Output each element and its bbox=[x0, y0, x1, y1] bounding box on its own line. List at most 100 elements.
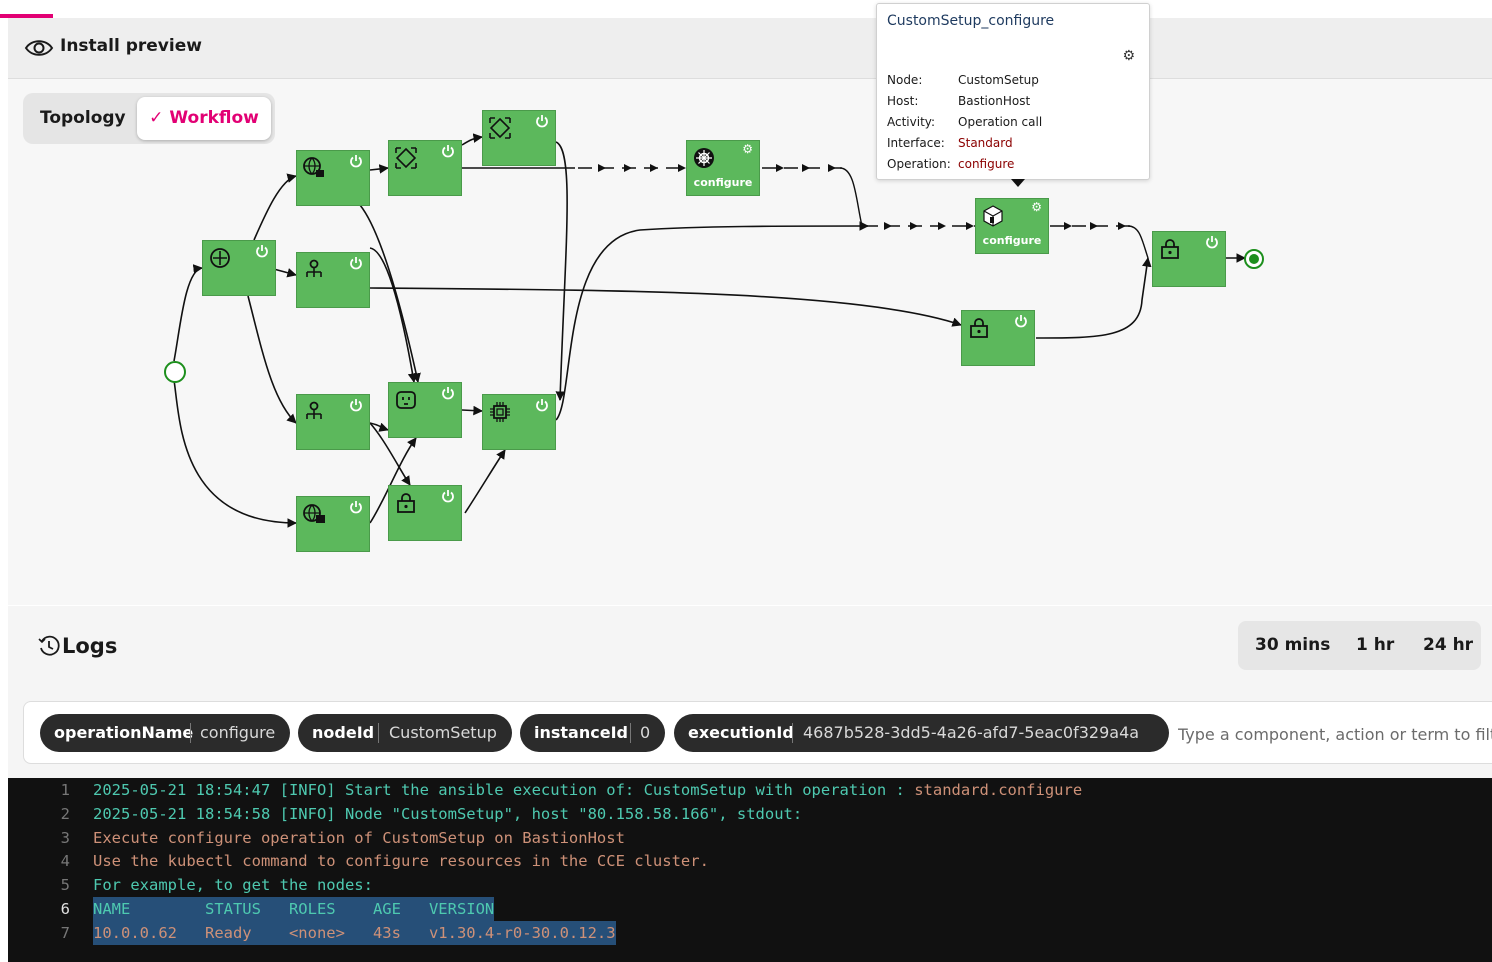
scale-icon bbox=[489, 117, 511, 139]
globe-ip-icon bbox=[303, 504, 325, 523]
tooltip-value: Operation call bbox=[958, 115, 1043, 129]
chip-separator bbox=[378, 723, 379, 743]
chip-key: executionId bbox=[688, 723, 794, 742]
check-icon: ✓ bbox=[149, 108, 164, 128]
tooltip-row-interface: Interface: Standard bbox=[887, 136, 1013, 150]
accent-bar bbox=[0, 14, 53, 18]
power-icon bbox=[1206, 236, 1218, 249]
network-icon bbox=[306, 401, 322, 419]
router-icon bbox=[210, 248, 230, 268]
chip-value: configure bbox=[200, 723, 276, 742]
workflow-start-node[interactable] bbox=[164, 361, 186, 383]
power-icon bbox=[350, 257, 362, 270]
power-icon bbox=[1015, 315, 1027, 328]
log-text: 2025-05-21 18:54:58 [INFO] Node "CustomS… bbox=[93, 805, 803, 823]
tab-topology[interactable]: Topology bbox=[40, 108, 126, 128]
power-icon bbox=[536, 399, 548, 412]
lock-icon bbox=[970, 318, 988, 338]
page-header: Install preview bbox=[8, 18, 1492, 79]
tooltip-title: CustomSetup_configure bbox=[887, 13, 1055, 29]
tooltip-key: Node: bbox=[887, 73, 923, 87]
tooltip-value: Standard bbox=[958, 136, 1013, 150]
tooltip-key: Interface: bbox=[887, 136, 945, 150]
package-icon bbox=[983, 205, 1003, 227]
workflow-node-lock-3[interactable] bbox=[1152, 231, 1226, 287]
chip-icon bbox=[490, 402, 510, 422]
workflow-node-socket[interactable] bbox=[388, 382, 462, 438]
workflow-node-network-1[interactable] bbox=[296, 252, 370, 308]
line-number: 5 bbox=[60, 876, 70, 894]
tooltip-key: Host: bbox=[887, 94, 919, 108]
power-icon bbox=[442, 145, 454, 158]
log-text: Execute configure operation of CustomSet… bbox=[93, 829, 625, 847]
workflow-node-router[interactable] bbox=[202, 240, 276, 296]
filter-chip-instance-id[interactable]: instanceId 0 bbox=[520, 714, 665, 752]
tooltip-value: configure bbox=[958, 157, 1015, 171]
tooltip-arrow bbox=[1011, 179, 1025, 187]
range-30-mins[interactable]: 30 mins bbox=[1255, 635, 1331, 655]
node-label: configure bbox=[982, 234, 1042, 247]
gears-icon: ⚙ bbox=[1122, 48, 1135, 64]
tooltip-key: Operation: bbox=[887, 157, 951, 171]
workflow-node-chip[interactable] bbox=[482, 394, 556, 450]
log-filter-input[interactable] bbox=[1176, 720, 1492, 748]
log-filter-bar: operationName configure nodeId CustomSet… bbox=[23, 701, 1492, 764]
line-number: 7 bbox=[60, 924, 70, 942]
power-icon bbox=[350, 501, 362, 514]
workflow-node-globe-lock[interactable] bbox=[296, 150, 370, 206]
log-text-selected: 10.0.0.62 Ready <none> 43s v1.30.4-r0-30… bbox=[93, 921, 616, 945]
tooltip-key: Activity: bbox=[887, 115, 936, 129]
time-range-selector: 30 mins 1 hr 24 hr bbox=[1238, 621, 1481, 670]
lock-icon bbox=[397, 493, 415, 513]
tooltip-row-node: Node: CustomSetup bbox=[887, 73, 1039, 87]
tooltip-row-operation: Operation: configure bbox=[887, 157, 1014, 171]
node-label: configure bbox=[693, 176, 753, 189]
range-24-hr[interactable]: 24 hr bbox=[1423, 635, 1474, 655]
chip-value: 4687b528-3dd5-4a26-afd7-5eac0f329a4a bbox=[803, 723, 1140, 742]
network-icon bbox=[306, 259, 322, 277]
node-tooltip: CustomSetup_configure ⚙ Node: CustomSetup… bbox=[876, 3, 1150, 187]
workflow-node-kubernetes-configure[interactable]: ⚙ configure bbox=[686, 140, 760, 196]
scale-icon bbox=[395, 147, 417, 169]
filter-chip-execution-id[interactable]: executionId 4687b528-3dd5-4a26-afd7-5eac… bbox=[674, 714, 1169, 752]
tooltip-value: CustomSetup bbox=[958, 73, 1039, 87]
tab-workflow[interactable]: ✓Workflow bbox=[137, 97, 271, 140]
chip-separator bbox=[792, 723, 793, 743]
filter-chip-operation-name[interactable]: operationName configure bbox=[40, 714, 290, 752]
log-text-highlight: standard.configure bbox=[914, 781, 1083, 799]
log-text: Use the kubectl command to configure res… bbox=[93, 852, 709, 870]
chip-value: CustomSetup bbox=[389, 723, 497, 742]
workflow-node-customsetup-configure[interactable]: ⚙ configure bbox=[975, 198, 1049, 254]
eye-icon bbox=[24, 40, 54, 56]
chip-value: 0 bbox=[640, 723, 651, 742]
workflow-node-network-2[interactable] bbox=[296, 394, 370, 450]
chip-key: operationName bbox=[54, 723, 194, 742]
workflow-node-lock-2[interactable] bbox=[961, 310, 1035, 366]
workflow-end-node[interactable] bbox=[1244, 249, 1264, 269]
line-number: 1 bbox=[60, 781, 70, 799]
log-text-selected: NAME STATUS ROLES AGE VERSION bbox=[93, 897, 495, 921]
workflow-node-globe-ip[interactable] bbox=[296, 496, 370, 552]
tooltip-value: BastionHost bbox=[958, 94, 1031, 108]
filter-chip-node-id[interactable]: nodeId CustomSetup bbox=[298, 714, 512, 752]
range-1-hr[interactable]: 1 hr bbox=[1356, 635, 1395, 655]
workflow-node-scale-2[interactable] bbox=[482, 110, 556, 166]
socket-icon bbox=[396, 391, 416, 409]
tooltip-row-host: Host: BastionHost bbox=[887, 94, 1030, 108]
view-toggle: Topology ✓Workflow bbox=[23, 93, 275, 144]
gears-icon: ⚙ bbox=[1031, 200, 1042, 214]
power-icon bbox=[442, 490, 454, 503]
line-number: 4 bbox=[60, 852, 70, 870]
power-icon bbox=[350, 399, 362, 412]
globe-lock-icon bbox=[303, 157, 324, 177]
line-number: 6 bbox=[60, 900, 70, 918]
power-icon bbox=[256, 245, 268, 258]
page-title: Install preview bbox=[60, 36, 202, 56]
workflow-node-scale-1[interactable] bbox=[388, 140, 462, 196]
tab-workflow-label: Workflow bbox=[169, 108, 259, 128]
lock-icon bbox=[1161, 239, 1179, 259]
gears-icon: ⚙ bbox=[742, 142, 753, 156]
power-icon bbox=[442, 387, 454, 400]
workflow-node-lock-1[interactable] bbox=[388, 485, 462, 541]
